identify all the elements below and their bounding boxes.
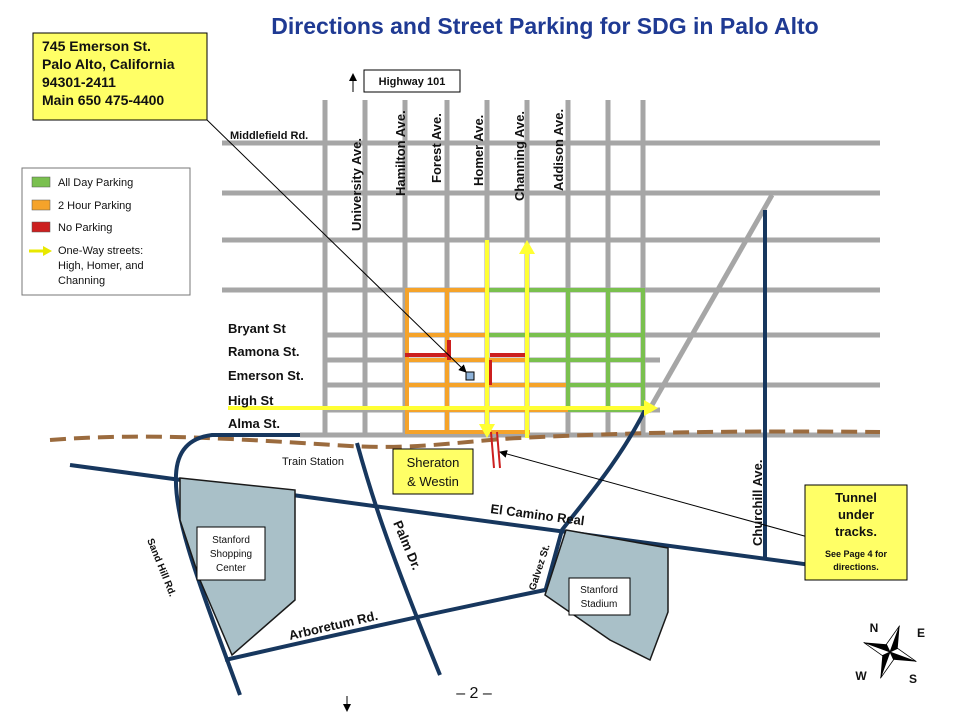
legend-two-hour-label: 2 Hour Parking [58, 200, 131, 212]
legend-one-way-line-1: One-Way streets: [58, 245, 143, 257]
road-palm-dr [355, 442, 442, 676]
tunnel-line-2: under [838, 507, 874, 522]
label-churchill: Churchill Ave. [750, 460, 765, 546]
hotel-box [392, 448, 474, 495]
page-title: Directions and Street Parking for SDG in… [271, 13, 818, 39]
compass-rose-icon [863, 625, 917, 679]
stadium-box [568, 577, 631, 616]
one-way-arrows [228, 240, 658, 438]
compass-east: E [917, 626, 925, 640]
label-train-station: Train Station [282, 456, 344, 468]
label-emerson: Emerson St. [228, 368, 304, 383]
address-pointer [204, 117, 467, 373]
stadium-line-1: Stanford [580, 585, 618, 596]
label-arboretum: Arboretum Rd. [287, 608, 379, 643]
shopping-line-3: Center [216, 563, 247, 574]
hotel-line-2: & Westin [407, 474, 459, 489]
label-homer: Homer Ave. [471, 115, 486, 186]
label-middlefield: Middlefield Rd. [230, 130, 308, 142]
road-sand-hill [173, 433, 300, 696]
highway-box [363, 69, 461, 93]
address-line-1: 745 Emerson St. [42, 38, 151, 54]
address-phone: Main 650 475-4400 [42, 92, 164, 108]
tunnel-line-1: Tunnel [835, 490, 877, 505]
address-line-3: 94301-2411 [42, 74, 116, 90]
address-box [32, 32, 208, 121]
label-bryant: Bryant St [228, 321, 286, 336]
legend-swatch-two-hour [31, 199, 51, 211]
label-sand-hill: Sand Hill Rd. [144, 537, 177, 599]
street-diagonal [645, 193, 775, 414]
legend-one-way-line-3: Channing [58, 275, 105, 287]
label-ramona: Ramona St. [228, 344, 300, 359]
legend-one-way-arrowhead [43, 246, 52, 256]
parking-none [405, 340, 525, 385]
tunnel-pointer [499, 450, 809, 538]
legend-all-day-label: All Day Parking [58, 177, 133, 189]
label-alma: Alma St. [228, 416, 280, 431]
tunnel-box [804, 484, 908, 581]
tunnel-line-3: tracks. [835, 524, 877, 539]
parking-all-day [487, 288, 645, 412]
label-high: High St [228, 393, 274, 408]
sdg-location-marker[interactable] [465, 371, 475, 381]
compass-south: S [909, 672, 917, 686]
tunnel-line-4: See Page 4 for [825, 549, 888, 559]
label-forest: Forest Ave. [429, 113, 444, 183]
label-addison: Addison Ave. [551, 109, 566, 191]
address-line-2: Palo Alto, California [42, 56, 175, 72]
page-number: – 2 – [456, 685, 492, 702]
road-arboretum [224, 588, 546, 662]
legend-one-way-line-2: High, Homer, and [58, 260, 144, 272]
road-galvez [543, 409, 647, 593]
stadium-line-2: Stadium [581, 599, 618, 610]
tunnel-marker [490, 431, 501, 469]
legend-no-parking-label: No Parking [58, 222, 112, 234]
train-tracks [49, 429, 881, 449]
arrowhead-south [479, 424, 495, 438]
legend: All Day Parking 2 Hour Parking No Parkin… [21, 167, 191, 296]
shopping-center-box [196, 526, 266, 581]
arrowhead-east [644, 400, 658, 416]
hotel-line-1: Sheraton [407, 455, 460, 470]
label-university: University Ave. [349, 138, 364, 231]
highway-label: Highway 101 [379, 76, 446, 88]
compass-west: W [855, 669, 867, 683]
legend-swatch-no-parking [31, 221, 51, 233]
tunnel-line-5: directions. [833, 562, 879, 572]
shopping-line-2: Shopping [210, 549, 252, 560]
label-hamilton: Hamilton Ave. [393, 110, 408, 196]
compass-north: N [870, 621, 879, 635]
label-channing: Channing Ave. [512, 111, 527, 201]
legend-swatch-all-day [31, 176, 51, 188]
arrowhead-north [519, 240, 535, 254]
shopping-line-1: Stanford [212, 535, 250, 546]
